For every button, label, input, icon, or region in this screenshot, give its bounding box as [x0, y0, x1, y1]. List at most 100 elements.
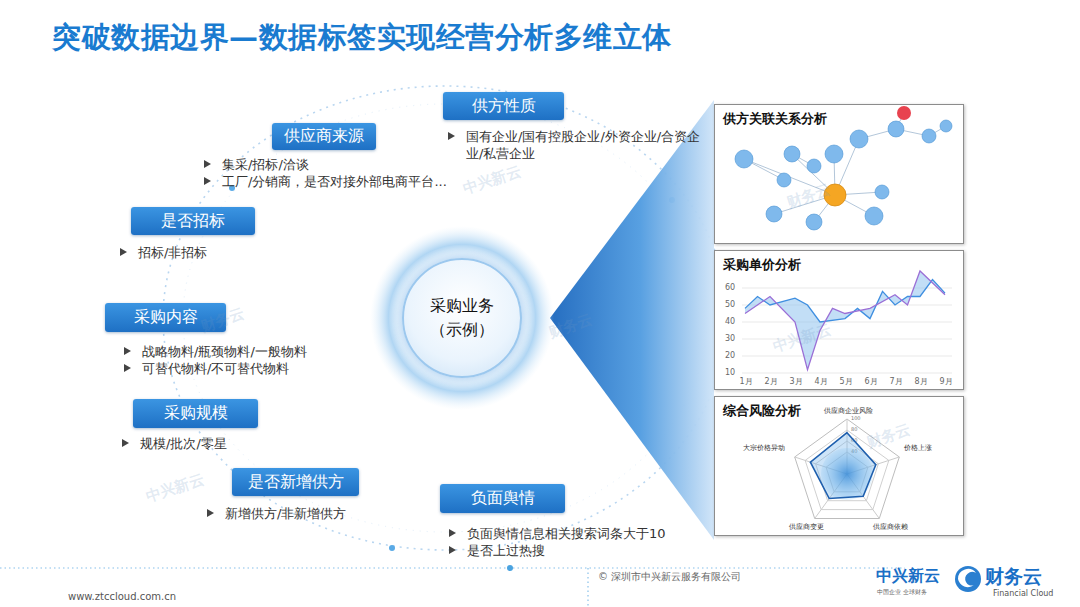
- bullet-arrow: [449, 546, 456, 554]
- bullet-arrow: [207, 509, 214, 517]
- bullet-item: 可替代物料/不可替代物料: [122, 360, 352, 377]
- tag-heading: 采购规模: [164, 403, 228, 424]
- bullet-arrow: [120, 248, 127, 256]
- bullet-text: 新增供方/非新增供方: [225, 506, 346, 521]
- bullet-item: 负面舆情信息相关搜索词条大于10: [447, 525, 727, 542]
- axis-value: 30: [725, 335, 735, 344]
- footer-line: [587, 568, 588, 607]
- slide-title: 突破数据边界—数据标签实现经营分析多维立体: [52, 18, 672, 58]
- bullet-arrow: [124, 364, 131, 372]
- bullet-item: 工厂/分销商，是否对接外部电商平台...: [202, 173, 502, 190]
- bullet-arrow: [204, 160, 211, 168]
- panel-title: 综合风险分析: [723, 402, 801, 420]
- tag-box: 供方性质国有企业/国有控股企业/外资企业/合资企业/私营企业: [443, 92, 564, 120]
- analysis-panel: 综合风险分析 供应商企业风险价格上涨供应商依赖 供应商变更 大宗价格异动 100 80 60…: [714, 396, 964, 536]
- axis-month: 9月: [939, 378, 952, 387]
- radar-axis-label: 大宗价格异动: [743, 445, 785, 453]
- dashed-orbit: [163, 86, 727, 550]
- bullet-item: 招标/非招标: [118, 244, 318, 261]
- tag-box: 供应商来源集采/招标/洽谈工厂/分销商，是否对接外部电商平台...: [272, 123, 376, 150]
- bullet-text: 可替代物料/不可替代物料: [142, 361, 289, 376]
- axis-month: 1月: [739, 378, 752, 387]
- bullet-text: 是否上过热搜: [467, 543, 545, 558]
- tag-box: 采购内容战略物料/瓶颈物料/一般物料可替代物料/不可替代物料: [105, 303, 226, 332]
- bullet-arrow: [448, 132, 455, 140]
- logo-swirl: [958, 569, 976, 587]
- radar-scale: 100: [851, 416, 861, 422]
- tag-heading: 供应商来源: [284, 126, 364, 147]
- axis-month: 4月: [814, 378, 827, 387]
- tag-body: 招标/非招标: [118, 244, 318, 261]
- tag-heading: 是否新增供方: [248, 472, 344, 493]
- footer-text: www.ztccloud.com.cn: [68, 591, 176, 602]
- bullet-arrow: [122, 439, 129, 447]
- bullet-text: 规模/批次/零星: [140, 436, 227, 451]
- orbit-dot: [669, 197, 675, 203]
- tag-box: 是否招标招标/非招标: [131, 207, 255, 235]
- tag-body: 规模/批次/零星: [120, 435, 320, 452]
- footer-text: © 深圳市中兴新云服务有限公司: [598, 571, 741, 582]
- tag-body: 集采/招标/洽谈工厂/分销商，是否对接外部电商平台...: [202, 156, 502, 190]
- watermark: 中兴新云: [461, 163, 523, 197]
- analysis-panel: 供方关联关系分析: [714, 104, 964, 244]
- watermark: 财务云: [547, 311, 595, 341]
- axis-month: 2月: [764, 378, 777, 387]
- center-label: 采购业务 （示例）: [424, 294, 500, 342]
- tag-heading: 供方性质: [472, 96, 536, 117]
- orbit-dot: [389, 545, 395, 551]
- axis-month: 5月: [839, 378, 852, 387]
- axis-value: 10: [725, 369, 735, 378]
- bullet-item: 规模/批次/零星: [120, 435, 320, 452]
- bullet-arrow: [449, 529, 456, 537]
- bullet-item: 战略物料/瓶颈物料/一般物料: [122, 343, 352, 360]
- bullet-item: 新增供方/非新增供方: [205, 505, 425, 522]
- tag-heading: 采购内容: [134, 307, 198, 328]
- radar-scale: 80: [851, 427, 857, 433]
- logo-text: 中兴新云: [876, 567, 940, 585]
- axis-value: 60: [725, 284, 735, 293]
- logo-text: 财务云: [985, 566, 1042, 587]
- radar-scale: 60: [851, 438, 857, 444]
- watermark: 中兴新云: [144, 471, 206, 505]
- tag-box: 是否新增供方新增供方/非新增供方: [232, 468, 359, 496]
- axis-value: 50: [725, 301, 735, 310]
- bullet-text: 工厂/分销商，是否对接外部电商平台...: [222, 174, 447, 189]
- tag-body: 国有企业/国有控股企业/外资企业/合资企业/私营企业: [446, 128, 708, 162]
- logo-icon: [955, 566, 981, 592]
- axis-month: 3月: [789, 378, 802, 387]
- radar-axis-label: 供应商依赖: [873, 524, 908, 532]
- bullet-text: 负面舆情信息相关搜索词条大于10: [467, 526, 666, 541]
- tag-heading: 是否招标: [161, 211, 225, 232]
- axis-value: 20: [725, 352, 735, 361]
- bullet-text: 集采/招标/洽谈: [222, 157, 309, 172]
- tag-box: 负面舆情负面舆情信息相关搜索词条大于10是否上过热搜: [440, 484, 565, 513]
- footer-line: [0, 567, 905, 568]
- panel-title: 采购单价分析: [723, 256, 801, 274]
- analysis-panel: 采购单价分析6050403020101月2月3月4月5月6月7月8月9月: [714, 250, 964, 390]
- axis-month: 6月: [864, 378, 877, 387]
- bullet-text: 招标/非招标: [138, 245, 207, 260]
- funnel-beam: [550, 100, 714, 540]
- tag-body: 负面舆情信息相关搜索词条大于10 是否上过热搜: [447, 525, 727, 559]
- radar-axis-label: 供应商企业风险: [824, 408, 873, 416]
- bullet-item: 是否上过热搜: [447, 542, 727, 559]
- bullet-text: 国有企业/国有控股企业/外资企业/合资企业/私营企业: [466, 129, 700, 161]
- panel-title: 供方关联关系分析: [723, 110, 827, 128]
- radar-scale: 40: [851, 449, 857, 455]
- center-circle: 采购业务 （示例）: [402, 258, 522, 378]
- bullet-arrow: [124, 347, 131, 355]
- dashed-orbit-inner: [183, 104, 707, 532]
- bullet-text: 战略物料/瓶颈物料/一般物料: [142, 344, 307, 359]
- tag-body: 战略物料/瓶颈物料/一般物料可替代物料/不可替代物料: [122, 343, 352, 377]
- logo-text: Financial Cloud: [993, 590, 1053, 599]
- logo-text: 中国企业 全球财务: [877, 589, 927, 596]
- axis-month: 8月: [914, 378, 927, 387]
- tag-box: 采购规模规模/批次/零星: [133, 399, 258, 428]
- bullet-item: 集采/招标/洽谈: [202, 156, 502, 173]
- radar-axis-label: 价格上涨: [904, 445, 932, 453]
- tag-heading: 负面舆情: [471, 488, 535, 509]
- bullet-arrow: [204, 177, 211, 185]
- axis-month: 7月: [889, 378, 902, 387]
- radar-axis-label: 供应商变更: [789, 524, 824, 532]
